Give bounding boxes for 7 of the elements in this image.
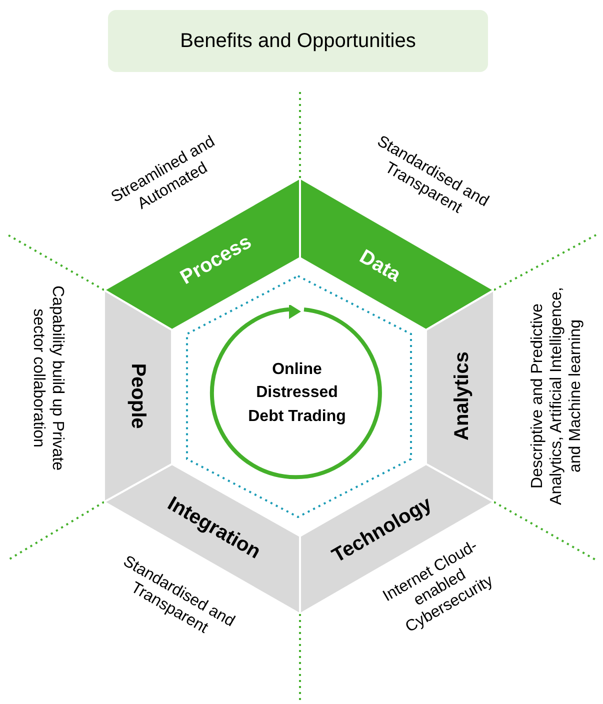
segment-label: People [126, 363, 150, 429]
segment-description: Descriptive and Predictive Analytics, Artificial Intelligence, and Machine learning [528, 286, 586, 507]
segment-label: Data [354, 244, 406, 288]
segment-description: Capability build up Private sector collaboration [29, 284, 68, 472]
center-label: Online Distressed Debt Trading [247, 360, 347, 427]
segment-label: Analytics [450, 352, 474, 440]
title-box: Benefits and Opportunities [108, 10, 488, 72]
